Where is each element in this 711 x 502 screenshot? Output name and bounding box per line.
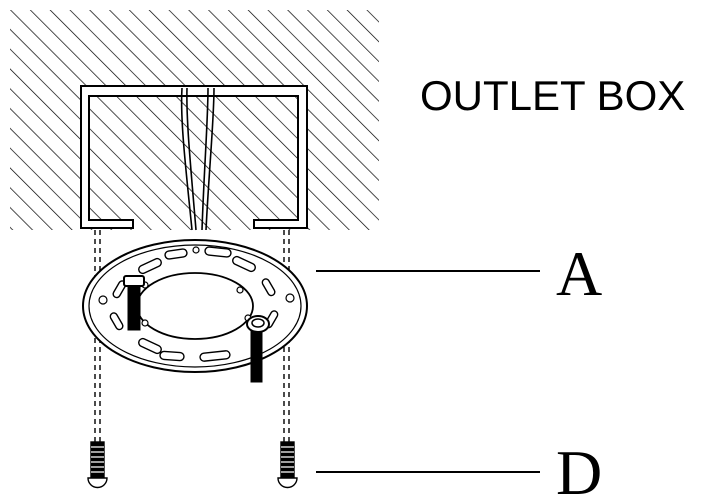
plate-screws xyxy=(123,275,270,383)
screw-d-right xyxy=(277,441,298,489)
part-a-label: A xyxy=(556,238,602,309)
outlet-box xyxy=(80,85,308,229)
part-d-label: D xyxy=(556,437,602,502)
ceiling-hatch xyxy=(10,10,379,230)
mounting-plate xyxy=(82,239,308,373)
outlet-box-label: OUTLET BOX xyxy=(420,72,685,119)
wires xyxy=(180,87,215,231)
screw-d-left xyxy=(87,441,108,489)
